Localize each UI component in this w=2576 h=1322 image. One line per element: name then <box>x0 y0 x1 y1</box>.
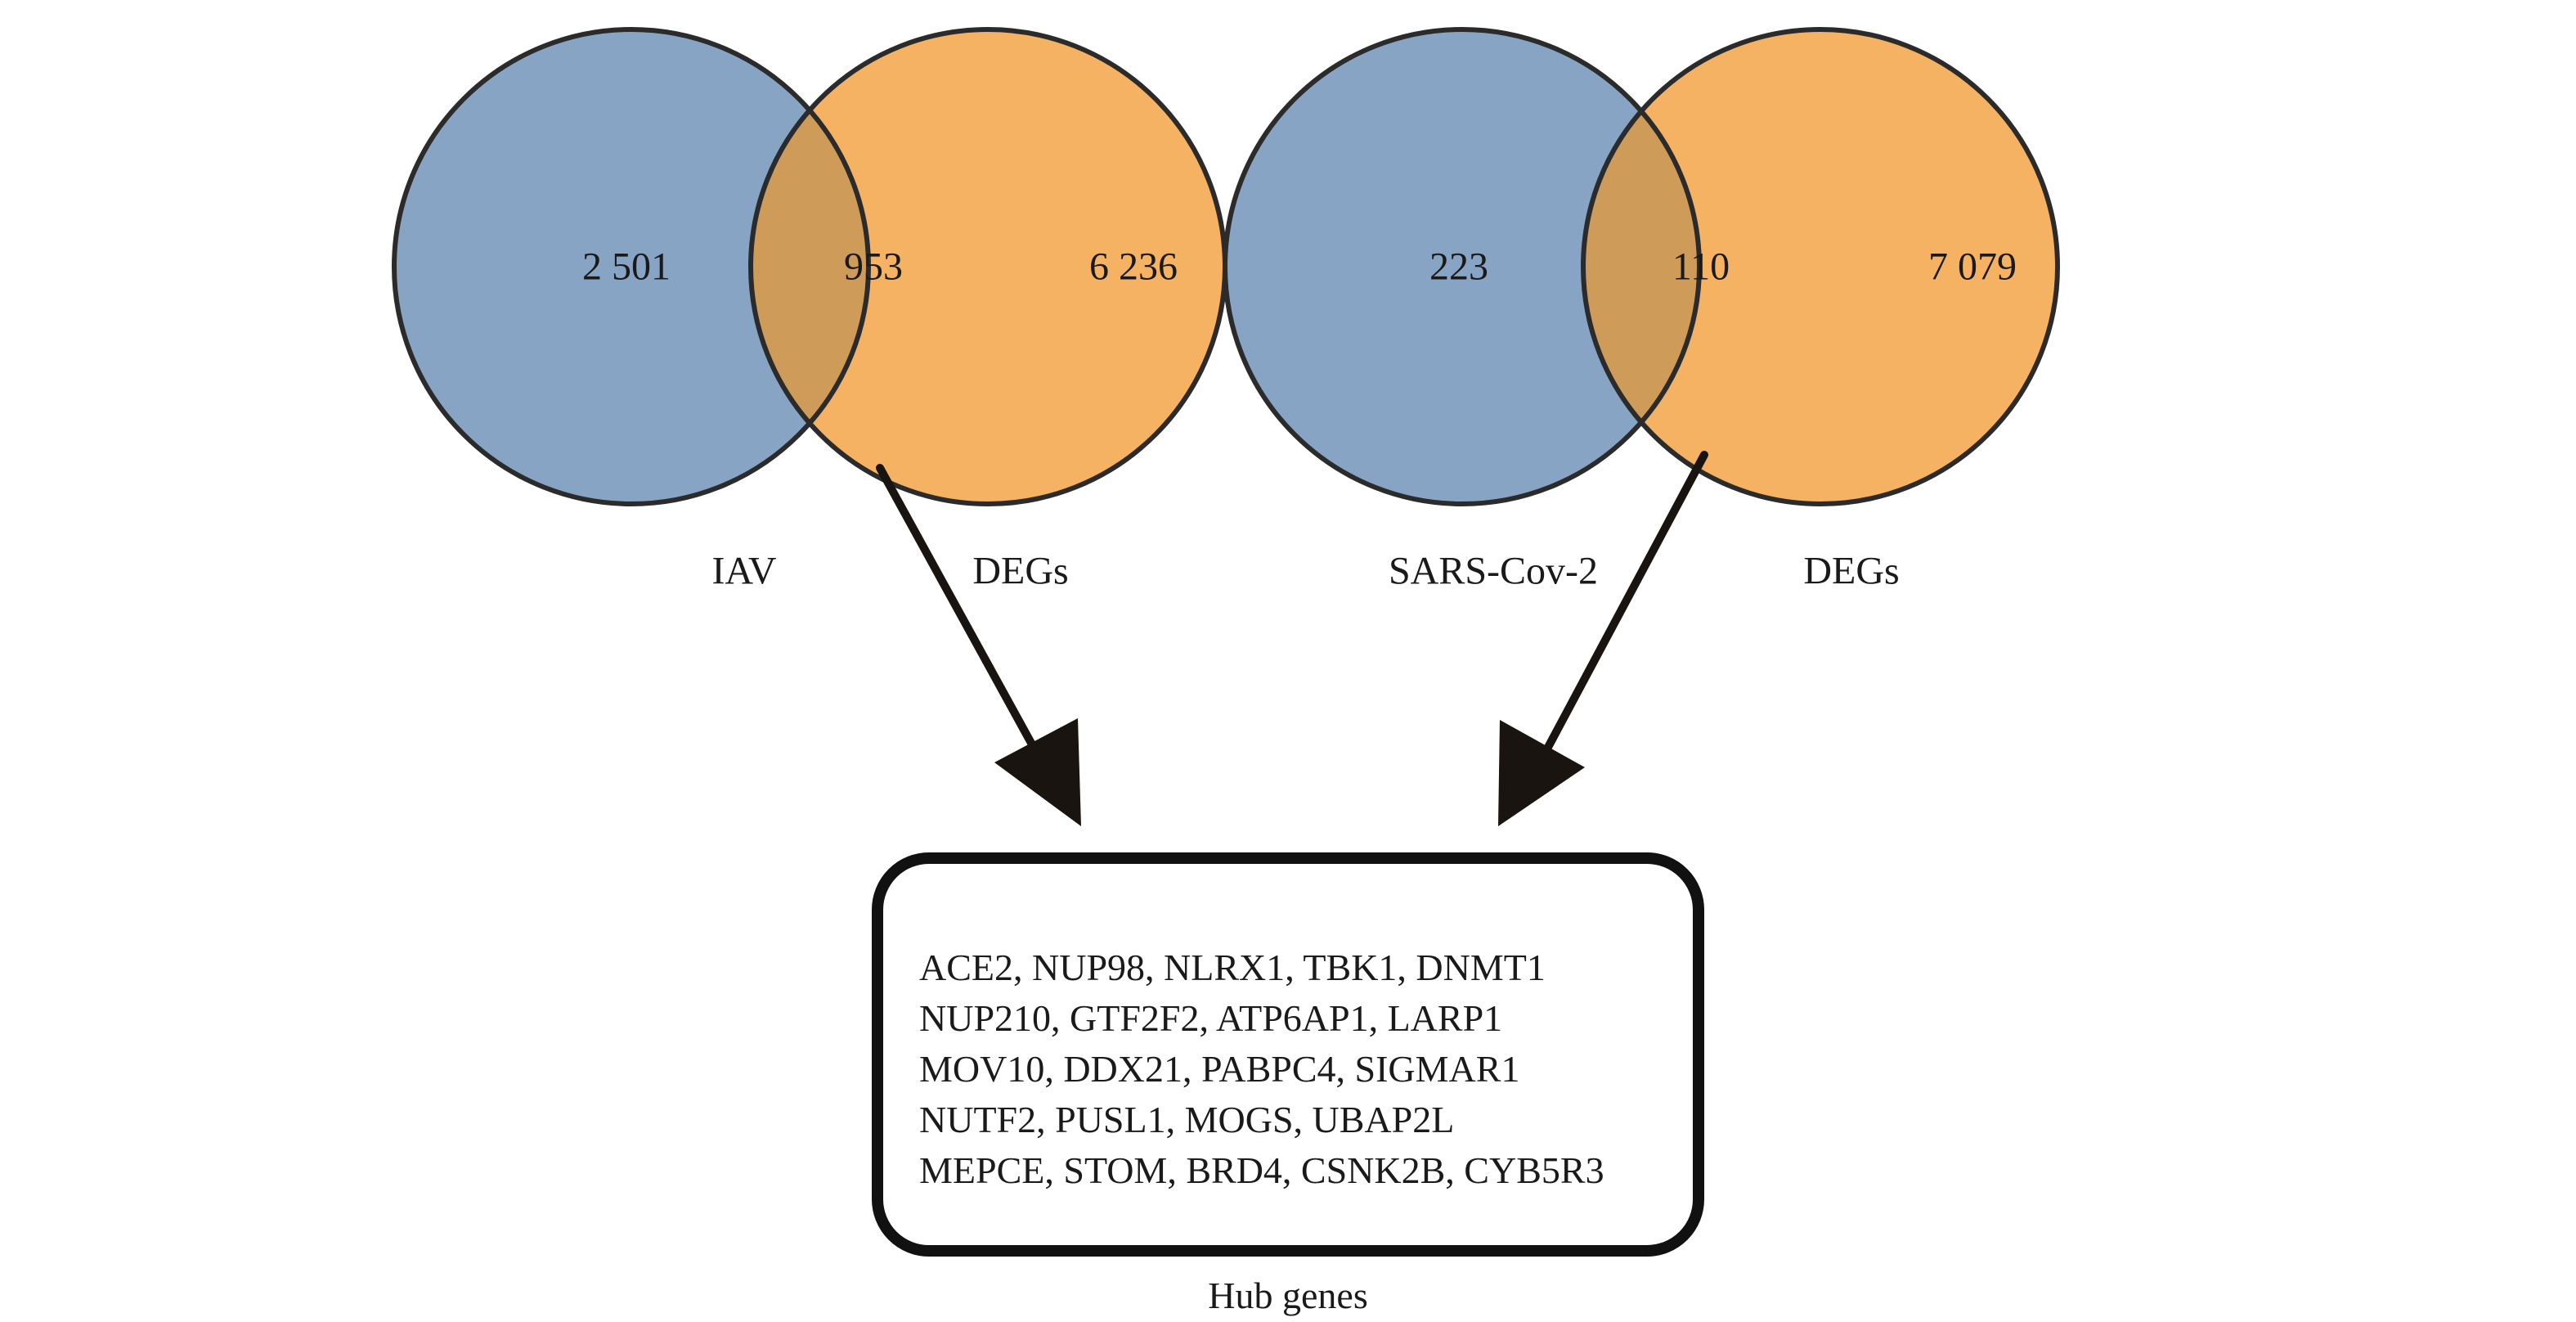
venn-left-set-b-circle <box>751 29 1225 504</box>
hub-genes-line: MOV10, DDX21, PABPC4, SIGMAR1 <box>919 1048 1520 1090</box>
arrow-right-shaft <box>1535 451 1708 768</box>
venn-right-set-a-outline <box>1223 27 1702 506</box>
arrow-left-shaft <box>876 464 1046 767</box>
hub-genes-line: MEPCE, STOM, BRD4, CSNK2B, CYB5R3 <box>919 1149 1604 1191</box>
venn-right-b-only-count: 7 079 <box>1928 245 2017 289</box>
venn-left: 2 501 953 6 236 IAV DEGs <box>392 27 1227 593</box>
venn-left-a-only-count: 2 501 <box>582 245 671 289</box>
hub-genes-line: NUTF2, PUSL1, MOGS, UBAP2L <box>919 1099 1455 1140</box>
venn-left-b-only-count: 6 236 <box>1089 245 1178 289</box>
venn-right-a-only-count: 223 <box>1429 245 1488 289</box>
arrow-right <box>1498 451 1708 826</box>
venn-left-intersection-count: 953 <box>844 245 903 289</box>
venn-left-a-label: IAV <box>711 550 776 593</box>
hub-genes-box: ACE2, NUP98, NLRX1, TBK1, DNMT1 NUP210, … <box>872 852 1704 1257</box>
venn-left-b-label: DEGs <box>972 550 1068 593</box>
venn-right-set-b-circle <box>1583 29 2058 504</box>
hub-genes-line: NUP210, GTF2F2, ATP6AP1, LARP1 <box>919 997 1503 1039</box>
hub-genes-line: ACE2, NUP98, NLRX1, TBK1, DNMT1 <box>919 947 1546 988</box>
hub-genes-caption: Hub genes <box>1208 1275 1368 1316</box>
venn-right-set-b-outline <box>1581 27 2060 506</box>
venn-left-set-a-outline <box>392 27 871 506</box>
arrow-right-head <box>1498 720 1585 826</box>
hub-genes-list: ACE2, NUP98, NLRX1, TBK1, DNMT1 NUP210, … <box>919 942 1604 1196</box>
venn-right-b-label: DEGs <box>1803 550 1899 593</box>
venn-right: 223 110 7 079 SARS-Cov-2 DEGs <box>1223 27 2060 593</box>
venn-right-intersection-count: 110 <box>1672 245 1730 289</box>
arrow-left <box>876 464 1081 826</box>
venn-left-set-a-circle <box>394 29 868 504</box>
venn-right-a-label: SARS-Cov-2 <box>1389 550 1598 593</box>
venn-right-set-a-circle <box>1225 29 1699 504</box>
arrow-left-head <box>994 718 1081 826</box>
